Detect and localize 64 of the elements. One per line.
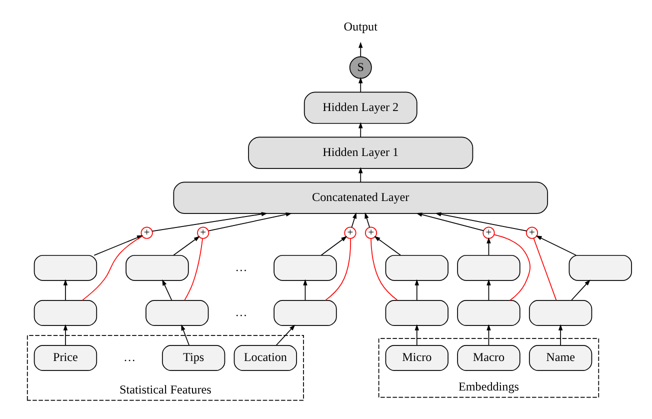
arrow (486, 237, 491, 256)
node-circle: + (140, 226, 153, 239)
arrow (173, 236, 200, 256)
node-box (528, 300, 592, 326)
node-box: Price (34, 344, 98, 371)
arrow (351, 212, 357, 228)
node-box (34, 300, 98, 326)
arrow (208, 212, 292, 232)
connector (184, 238, 203, 301)
label: … (123, 350, 136, 364)
node-circle: + (482, 226, 495, 239)
node-text: Output (344, 20, 378, 34)
node-box (457, 254, 520, 281)
arrow (571, 280, 590, 301)
arrow (358, 42, 363, 57)
node-box (274, 300, 337, 326)
arrow (162, 279, 172, 301)
node-circle: + (197, 226, 210, 239)
connector (325, 238, 351, 301)
node-box: Location (234, 344, 297, 371)
node-box: Macro (457, 344, 520, 371)
arrow (303, 279, 308, 301)
label: … (235, 305, 248, 320)
arrow (358, 167, 363, 182)
arrow (414, 324, 419, 346)
arrow (63, 324, 68, 346)
arrow (486, 324, 491, 346)
node-box: Micro (385, 344, 448, 371)
node-circle: S (349, 56, 372, 79)
arrow (276, 324, 296, 346)
node-box (457, 300, 520, 326)
node-box (146, 300, 209, 326)
node-box (34, 254, 98, 281)
node-box: Tips (162, 344, 226, 371)
connector (533, 238, 557, 301)
arrow (320, 236, 348, 256)
node-circle: + (526, 226, 538, 239)
node-box: Hidden Layer 1 (248, 136, 474, 169)
arrow (374, 236, 401, 256)
connector (494, 234, 530, 301)
node-box (385, 254, 448, 281)
connector (370, 238, 398, 301)
arrow (414, 279, 419, 301)
node-box: Hidden Layer 2 (304, 92, 418, 124)
arrow (63, 279, 68, 301)
node-box: Concatenated Layer (173, 182, 548, 214)
node-circle: + (344, 226, 356, 239)
label: … (235, 260, 248, 274)
arrow (181, 324, 190, 346)
node-box (385, 300, 448, 326)
arrow (358, 77, 363, 93)
arrow (152, 212, 268, 232)
arrow (416, 212, 484, 232)
node-box: Name (528, 344, 592, 371)
arrow (536, 236, 577, 256)
arrow (358, 122, 363, 138)
arrow (558, 324, 563, 346)
node-box (126, 254, 189, 281)
arrow (364, 212, 370, 228)
arrow (486, 279, 491, 301)
node-box (568, 254, 632, 281)
node-box (274, 254, 337, 281)
node-circle: + (364, 226, 378, 239)
arrow (435, 212, 528, 232)
